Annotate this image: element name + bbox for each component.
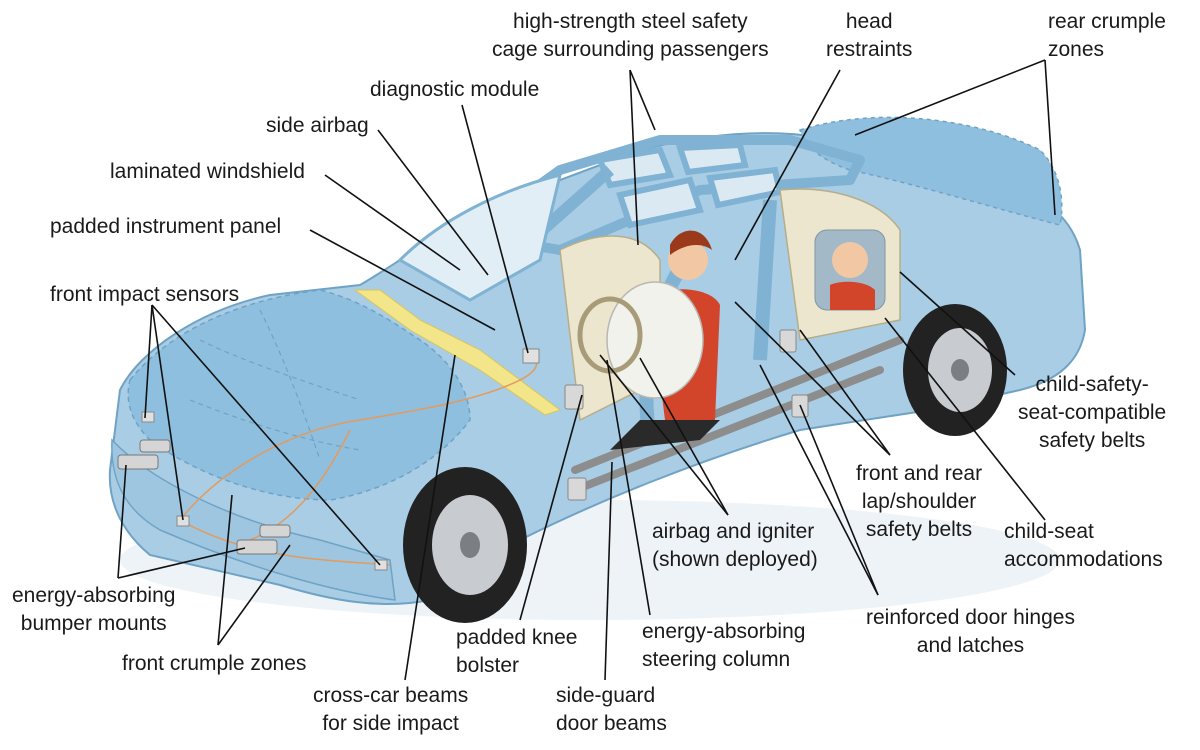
label-airbag-igniter-line2: (shown deployed) xyxy=(652,548,818,571)
label-cross-car-beams: cross-car beams for side impact xyxy=(313,682,468,738)
label-child-safety-belts-line3: safety belts xyxy=(1039,429,1146,452)
rear-wheel xyxy=(903,304,1007,436)
steering-wheel xyxy=(577,296,643,374)
label-padded-knee-bolster-line2: bolster xyxy=(456,654,520,677)
label-side-airbag-line1: side airbag xyxy=(266,114,369,137)
leader-bumper-mounts-a xyxy=(117,464,127,579)
label-bumper-mounts-line1: energy-absorbing xyxy=(12,584,176,607)
safety-cage xyxy=(465,135,865,255)
label-steel-cage: high-strength steel safety cage surround… xyxy=(492,8,769,64)
label-reinforced-hinges-line2: and latches xyxy=(916,634,1025,657)
impact-sensors xyxy=(141,348,540,571)
label-front-crumple-zones-line1: front crumple zones xyxy=(122,652,307,675)
leader-diagnostic-module xyxy=(461,104,529,354)
label-energy-absorbing-steering-line2: steering column xyxy=(642,648,791,671)
leader-front-crumple-a xyxy=(217,494,233,646)
rear-crumple-area xyxy=(799,116,1063,226)
leader-front-sensors-b xyxy=(151,304,184,521)
label-laminated-windshield-line1: laminated windshield xyxy=(110,160,305,183)
label-head-restraints-line1: head xyxy=(845,10,893,33)
label-child-seat-accommodations-line1: child-seat xyxy=(1004,520,1094,543)
leader-front-crumple-b xyxy=(217,544,291,646)
leader-side-airbag xyxy=(377,129,489,276)
label-padded-instrument-panel: padded instrument panel xyxy=(50,213,281,241)
leader-front-rear-belts-a xyxy=(734,301,891,456)
front-wheel xyxy=(403,467,527,623)
label-steel-cage-line2: cage surrounding passengers xyxy=(492,38,769,61)
label-padded-knee-bolster: padded knee bolster xyxy=(456,624,577,680)
label-child-seat-accommodations: child-seat accommodations xyxy=(1004,518,1163,574)
leader-airbag-igniter-a xyxy=(599,354,729,516)
leader-rear-crumple-a xyxy=(854,59,1046,136)
label-front-impact-sensors-line1: front impact sensors xyxy=(50,283,240,306)
label-cross-car-beams-line2: for side impact xyxy=(322,712,459,735)
c-pillar xyxy=(753,199,777,361)
front-crumple-area xyxy=(127,289,471,501)
label-energy-absorbing-steering: energy-absorbing steering column xyxy=(642,618,805,674)
label-cross-car-beams-line1: cross-car beams xyxy=(313,684,469,707)
leader-bumper-mounts-b xyxy=(117,547,246,579)
label-bumper-mounts-line2: bumper mounts xyxy=(20,612,167,635)
label-front-rear-belts-line2: lap/shoulder xyxy=(861,490,977,513)
leader-laminated-windshield xyxy=(324,174,461,271)
label-child-safety-belts: child-safety- seat-compatible safety bel… xyxy=(1018,371,1166,455)
label-steel-cage-line1: high-strength steel safety xyxy=(513,10,748,33)
leader-rear-crumple-b xyxy=(1044,59,1056,216)
label-laminated-windshield: laminated windshield xyxy=(110,158,305,186)
leader-airbag-igniter-b xyxy=(639,357,729,516)
label-energy-absorbing-steering-line1: energy-absorbing xyxy=(642,620,806,643)
label-side-guard-beams: side-guard door beams xyxy=(556,682,667,738)
label-bumper-mounts: energy-absorbing bumper mounts xyxy=(12,582,175,638)
leader-padded-instrument-panel xyxy=(309,229,496,331)
leader-side-guard-beams xyxy=(604,461,613,681)
label-padded-knee-bolster-line1: padded knee xyxy=(456,626,578,649)
label-child-safety-belts-line2: seat-compatible xyxy=(1018,401,1167,424)
leader-front-rear-belts-b xyxy=(799,329,891,456)
leader-lines xyxy=(117,59,1056,681)
leader-child-belts xyxy=(899,271,1016,376)
leader-steering-column xyxy=(606,359,651,616)
leader-knee-bolster xyxy=(519,394,583,621)
label-reinforced-hinges: reinforced door hinges and latches xyxy=(866,604,1075,660)
leader-front-sensors-c xyxy=(151,304,381,566)
padded-instrument-panel xyxy=(353,289,562,416)
label-rear-crumple-line1: rear crumple xyxy=(1048,10,1166,33)
label-rear-crumple: rear crumple zones xyxy=(1048,8,1166,64)
label-airbag-igniter: airbag and igniter (shown deployed) xyxy=(652,518,818,574)
label-front-rear-belts: front and rear lap/shoulder safety belts xyxy=(856,460,982,544)
label-child-safety-belts-line1: child-safety- xyxy=(1035,373,1149,396)
label-diagnostic-module-line1: diagnostic module xyxy=(370,78,540,101)
label-front-rear-belts-line1: front and rear xyxy=(856,462,983,485)
leader-child-seat-accommodations xyxy=(884,317,1046,521)
label-child-seat-accommodations-line2: accommodations xyxy=(1004,548,1163,571)
label-head-restraints-line2: restraints xyxy=(826,38,913,61)
leader-front-sensors-a xyxy=(144,304,153,419)
label-head-restraints: head restraints xyxy=(826,8,912,64)
leader-steel-cage-b xyxy=(629,69,639,246)
leader-hinges-b xyxy=(799,404,879,596)
label-diagnostic-module: diagnostic module xyxy=(370,76,539,104)
label-padded-instrument-panel-line1: padded instrument panel xyxy=(50,215,282,238)
label-side-airbag: side airbag xyxy=(266,112,369,140)
leader-head-restraints xyxy=(734,69,841,261)
label-front-rear-belts-line3: safety belts xyxy=(865,518,973,541)
label-airbag-igniter-line1: airbag and igniter xyxy=(652,520,815,543)
door-hinges xyxy=(564,329,809,501)
label-side-guard-beams-line1: side-guard xyxy=(556,684,656,707)
leader-cross-car-beams xyxy=(404,354,456,681)
label-rear-crumple-line2: zones xyxy=(1048,38,1105,61)
leader-hinges-a xyxy=(759,364,879,596)
label-front-impact-sensors: front impact sensors xyxy=(50,281,239,309)
child-figure xyxy=(814,229,886,311)
leader-steel-cage-a xyxy=(629,69,656,131)
label-side-guard-beams-line2: door beams xyxy=(556,712,667,735)
label-reinforced-hinges-line1: reinforced door hinges xyxy=(866,606,1075,629)
label-front-crumple-zones: front crumple zones xyxy=(122,650,306,678)
bumper-mount-hardware xyxy=(117,439,291,555)
